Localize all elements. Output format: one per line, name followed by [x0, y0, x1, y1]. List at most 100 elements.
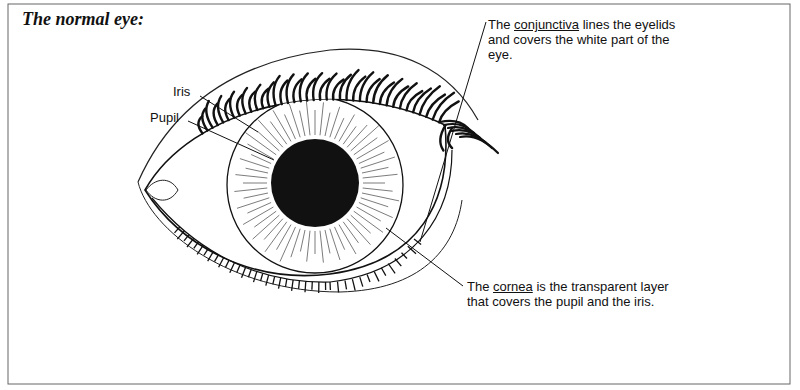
upper-eyelash [340, 75, 351, 100]
iris-striation [280, 227, 296, 262]
lower-eyelash [204, 249, 208, 256]
upper-eyelash [274, 76, 280, 105]
iris-striation [243, 207, 273, 225]
lower-eyelash [226, 260, 230, 267]
iris-striation [248, 144, 274, 159]
iris-striation [235, 175, 267, 178]
iris-striation [258, 132, 280, 151]
lower-eyelash [338, 282, 339, 293]
lower-eyelash [345, 281, 347, 290]
iris-striation [307, 231, 310, 262]
lower-eyelash [286, 279, 287, 287]
lower-eyelash [395, 259, 401, 267]
lower-eyelash [304, 281, 306, 292]
iris-striation [343, 222, 358, 243]
iris-striation [363, 174, 398, 178]
iris-striation [357, 207, 381, 221]
lower-eyelash [325, 282, 326, 290]
upper-eyelash [255, 85, 260, 110]
iris-striation [339, 115, 355, 142]
lower-eyelash [175, 227, 180, 233]
iris-striation [300, 230, 305, 252]
lower-eyelash [298, 281, 300, 289]
pupil [271, 139, 359, 227]
iris-striation [363, 183, 385, 184]
caruncle [146, 180, 178, 200]
lower-eyelash [360, 277, 363, 287]
iris-striation [359, 203, 393, 218]
iris-striation [277, 225, 292, 250]
iris-striation [306, 101, 310, 135]
iris-striation [291, 229, 300, 258]
iris-striation [363, 188, 393, 191]
leader-line [200, 96, 258, 132]
leader-line [420, 22, 486, 242]
iris-striation [335, 227, 345, 250]
iris-striation [320, 231, 323, 263]
upper-eyelash [230, 92, 234, 118]
iris-striation [289, 104, 300, 137]
lower-eyelash [273, 277, 275, 285]
lower-eyelash [352, 279, 355, 291]
iris [227, 97, 403, 273]
figure-frame [8, 4, 790, 384]
iris-striation [330, 107, 340, 137]
iris-striation [270, 122, 287, 145]
lower-eyelash [177, 231, 184, 239]
lower-eyelash [219, 258, 224, 268]
iris-striation [273, 110, 291, 141]
iris-striation [330, 229, 340, 260]
lower-eyelash [388, 264, 395, 274]
iris-striation [237, 198, 269, 209]
iris-striation [244, 193, 268, 198]
lower-eyelash [279, 278, 281, 289]
iris-striation [339, 225, 356, 254]
lower-eyelash [230, 263, 235, 273]
callout-note: The conjunctiva lines the eyelids and co… [488, 17, 683, 62]
iris-striation [343, 126, 356, 144]
iris-striation [264, 219, 283, 240]
lower-eyelash [311, 282, 313, 290]
lower-eyelash [194, 242, 199, 249]
lower-eyelash [197, 245, 203, 254]
lower-eyelash [374, 272, 379, 282]
lower-eyelash [402, 253, 408, 259]
iris-striation [240, 159, 269, 169]
iris-striation [354, 138, 378, 155]
lower-eyelash [318, 282, 319, 293]
iris-striation [243, 183, 267, 184]
iris-striation [325, 230, 330, 253]
lower-eyelash [292, 280, 294, 291]
iris-striation [362, 167, 388, 173]
iris-striation [361, 157, 395, 168]
lower-eyelash [367, 275, 370, 282]
part-label: Pupil [150, 110, 179, 125]
iris-striation [357, 141, 389, 160]
lower-eyelash [261, 274, 263, 282]
iris-striation [347, 125, 367, 147]
upper-eyelash [440, 125, 445, 150]
upper-eyelash [456, 133, 492, 148]
lower-eyelash [208, 252, 214, 262]
lower-eyelash [248, 270, 251, 278]
upper-eyelash [206, 101, 212, 128]
lower-eyelash [237, 265, 240, 272]
callout-note: The cornea is the transparent layer that… [467, 279, 682, 309]
upper-eyelash [460, 136, 498, 153]
iris-striation [320, 102, 324, 135]
upper-eyelash [242, 88, 247, 114]
lower-eyelash [187, 238, 194, 247]
leader-line [386, 228, 463, 286]
lower-eyelash [215, 255, 219, 262]
iris-striation [315, 110, 316, 135]
iris-striation [351, 215, 371, 233]
upper-eyelash [333, 80, 344, 100]
part-label: Iris [173, 84, 190, 99]
iris-striation [246, 168, 268, 173]
iris-striation [315, 231, 316, 254]
lower-eyelash [184, 235, 189, 241]
iris-striation [300, 111, 305, 136]
lower-eyelash [381, 268, 386, 276]
lower-eyelash [254, 272, 257, 283]
upper-eyelash [439, 101, 459, 122]
